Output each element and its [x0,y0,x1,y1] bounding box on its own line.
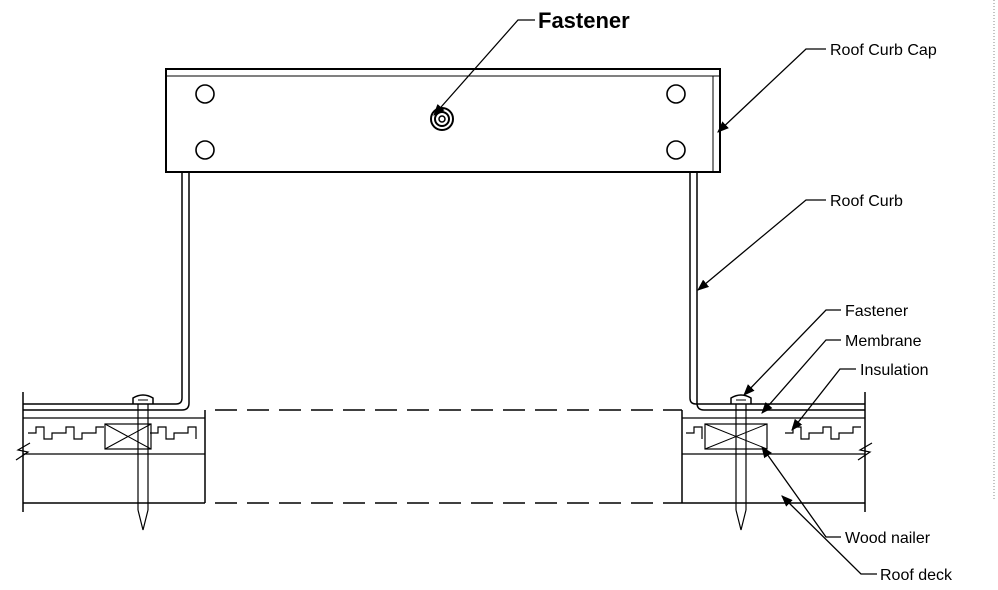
label-top-fastener: Fastener [538,8,630,33]
leader-top-fastener [433,19,535,116]
leader-membrane [761,339,841,414]
label-wood-nailer: Wood nailer [845,530,931,547]
leader-insulation [791,368,856,431]
wood-nailer-left [104,423,152,450]
leader-curb [697,199,826,291]
roof-opening-hidden-lines [215,409,682,504]
cap-hole [666,84,686,104]
leader-lines [433,19,877,575]
leader-fastener [743,309,841,396]
label-roof-curb: Roof Curb [830,193,903,210]
right-roof-assembly [681,392,873,531]
label-insulation: Insulation [860,362,929,379]
label-membrane: Membrane [845,333,922,350]
fastener-right [730,394,752,531]
cap-hole [666,140,686,160]
roof-curb [23,172,865,411]
cap-fastener [430,107,454,131]
cap-hole [195,84,215,104]
fastener-left [132,394,154,531]
cap-hole [195,140,215,160]
roof-curb-cap [165,68,721,173]
label-roof-curb-cap: Roof Curb Cap [830,42,937,59]
label-fastener: Fastener [845,303,909,320]
leader-roof-deck [781,495,877,575]
leader-curb-cap [717,48,826,133]
label-roof-deck: Roof deck [880,567,953,584]
left-roof-assembly [15,392,206,531]
leader-wood-nailer [761,446,841,538]
